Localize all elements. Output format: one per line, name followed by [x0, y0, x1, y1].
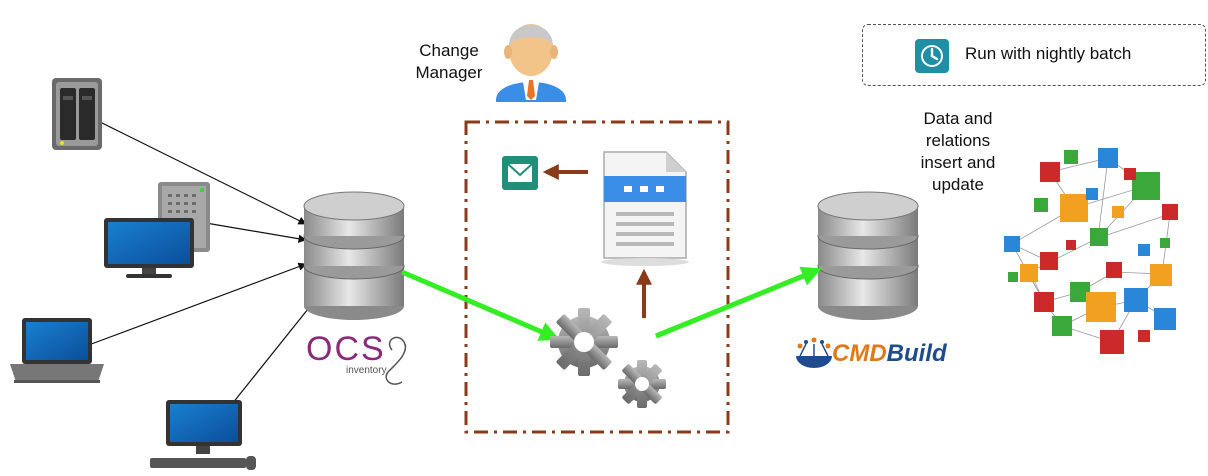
- ocs-logo-subtext: inventory: [346, 365, 387, 376]
- document-icon: [601, 151, 689, 266]
- legend-box: Run with nightly batch: [862, 24, 1206, 86]
- connector-desktop-server: [199, 221, 307, 243]
- nas-storage-icon: [52, 78, 102, 150]
- desktop-monitor-icon: [104, 218, 194, 278]
- ocs-logo-mark: [385, 336, 407, 385]
- flow-arrow-process-to-cmdbuild: [655, 266, 822, 339]
- connector-workstation: [231, 303, 313, 405]
- cmdbuild-logo-text: CMDBuild: [832, 340, 947, 368]
- connector-nas: [99, 121, 307, 225]
- data-note-label: Data and relations insert and update: [900, 108, 1016, 196]
- gears-icon: [550, 308, 666, 408]
- change-manager-label-line1: Change: [419, 41, 479, 60]
- change-manager-person-icon: [496, 24, 566, 102]
- cmdbuild-logo-mark: [796, 337, 832, 368]
- data-note-line3: insert and: [920, 153, 996, 172]
- cmdbuild-logo-part1: CMD: [832, 340, 887, 367]
- flow-arrow-ocs-to-process: [401, 269, 560, 341]
- email-icon: [502, 156, 538, 190]
- change-manager-label-line2: Manager: [415, 63, 483, 82]
- workstation-icon: [150, 400, 256, 470]
- cmdbuild-database-icon: [817, 191, 919, 320]
- data-note-line1: Data and: [923, 109, 993, 128]
- ocs-logo-text: OCS: [306, 330, 386, 368]
- data-network-cubes-icon: [1004, 148, 1178, 354]
- connector-laptop: [85, 262, 307, 347]
- change-manager-label: Change Manager: [404, 40, 494, 84]
- process-boundary: [464, 120, 730, 434]
- clock-icon: [915, 39, 949, 73]
- legend-text: Run with nightly batch: [965, 44, 1132, 63]
- laptop-icon: [10, 318, 104, 383]
- data-note-line2: relations: [925, 131, 991, 150]
- ocs-database-icon: [303, 191, 405, 320]
- cmdbuild-logo-part2: Build: [886, 340, 947, 367]
- data-note-line4: update: [932, 175, 984, 194]
